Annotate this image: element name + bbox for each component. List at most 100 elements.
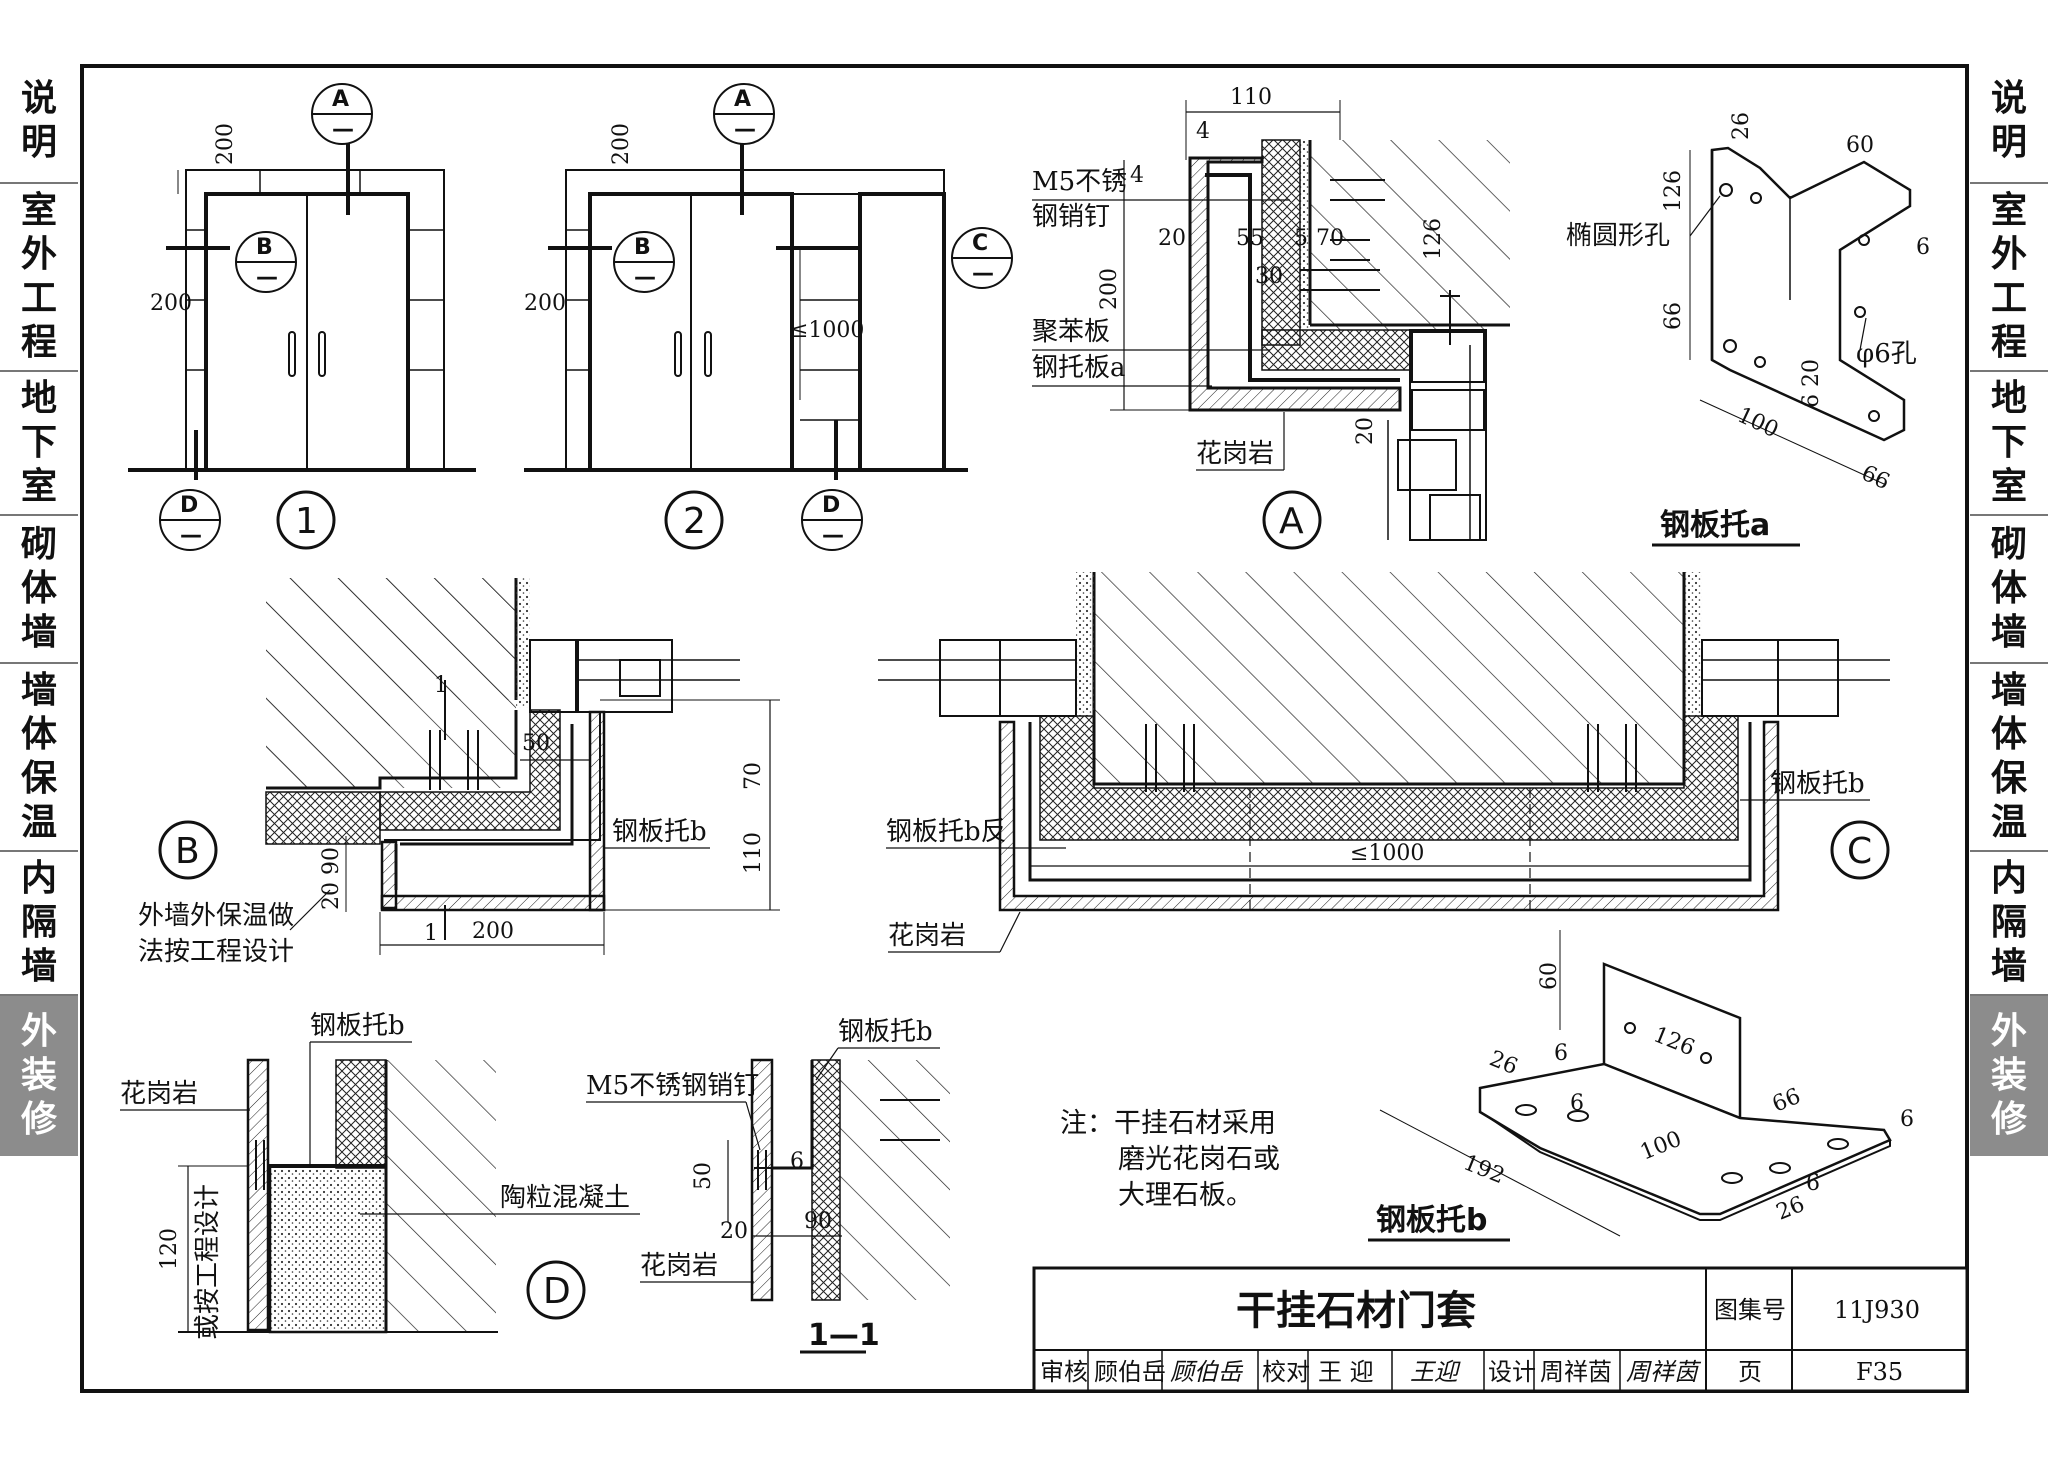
tab-waizhuangxiu[interactable]: 外装修 [0,996,78,1156]
dim-60-pa: 60 [1846,133,1874,158]
tab-dixiashi[interactable]: 地下室 [0,372,78,516]
checker-name: 王 迎 [1318,1358,1374,1386]
label-granite-c: 花岗岩 [888,921,966,951]
dim-6-pb-3: 6 [1900,1107,1914,1132]
dim-60-pb: 60 [1537,962,1562,990]
svg-text:1: 1 [295,501,318,542]
label-hole6: φ6孔 [1856,339,1917,369]
marker-a-1: A — [311,83,373,145]
dim-100-pa: 100 [1733,403,1782,443]
svg-text:—: — [734,117,756,142]
dim-5-a: 5 [1294,226,1308,251]
svg-text:C: C [972,231,988,256]
label-by-design: 或按工程设计 [193,1184,223,1340]
label-ceramsite: 陶粒混凝土 [500,1183,630,1213]
detail-b: 1 50 70 110 200 1 20 90 钢板托b 外墙外保温做 法按工程… [138,578,780,967]
dim-110-a: 110 [1230,85,1272,110]
dim-200-top-1: 200 [213,123,238,165]
svg-text:—: — [634,265,656,290]
checker-signature: 王迎 [1410,1358,1461,1386]
note-line-1: 注：干挂石材采用 [1060,1108,1276,1139]
dim-66-pb: 66 [1769,1084,1804,1118]
svg-text:B: B [634,235,651,260]
label-granite-11: 花岗岩 [640,1251,718,1281]
dim-26-pb: 26 [1486,1046,1521,1080]
svg-text:—: — [972,261,994,286]
label-polystyrene: 聚苯板 [1032,317,1110,347]
tab-shiwai-gongcheng-right[interactable]: 室外工程 [1970,184,2048,372]
svg-text:B: B [256,235,273,260]
detail-number-c [1830,820,1890,880]
marker-1-b-bottom: 1 [424,921,438,946]
label-ellipse-hole: 椭圆形孔 [1566,221,1670,251]
marker-d-1: D — [159,489,221,551]
title-block: 干挂石材门套 图集号 11J930 审核 顾伯岳 顾伯岳 校对 王 迎 王迎 设… [1032,1266,1969,1393]
tab-waizhuangxiu-right[interactable]: 外装修 [1970,996,2048,1156]
detail-number-2: 2 [664,490,724,550]
title-section-1-1: 1—1 [808,1318,880,1353]
tab-qitiqiang[interactable]: 砌体墙 [0,516,78,664]
detail-number-b [158,820,218,880]
svg-text:A: A [332,87,349,112]
drawing-title: 干挂石材门套 [1236,1288,1476,1334]
dim-6-pb-4: 6 [1806,1171,1820,1196]
label-m5-nail-2: 钢销钉 [1032,202,1110,232]
tab-dixiashi-right[interactable]: 地下室 [1970,372,2048,516]
label-plate-b-b: 钢板托b [612,817,707,847]
dim-50-11: 50 [691,1162,716,1190]
tab-neigeqiang-right[interactable]: 内隔墙 [1970,852,2048,996]
svg-text:—: — [180,523,202,548]
notes: 注：干挂石材采用 磨光花岗石或 大理石板。 [1060,1108,1280,1211]
dim-4-a1: 4 [1196,119,1210,144]
svg-text:—: — [256,265,278,290]
elevation-1: 200 200 [128,123,476,480]
tab-shuoming[interactable]: 说明 [0,60,78,184]
dim-le1000-c: ≤1000 [1350,841,1424,866]
detail-number-a [1262,490,1322,550]
label-insul-2: 法按工程设计 [138,937,294,967]
tab-neigeqiang[interactable]: 内隔墙 [0,852,78,996]
tab-qiangti-baowen[interactable]: 墙体保温 [0,664,78,852]
title-plate-a: 钢板托a [1660,508,1770,543]
tab-qitiqiang-right[interactable]: 砌体墙 [1970,516,2048,664]
dim-20-a2: 20 [1353,417,1378,445]
tab-shiwai-gongcheng[interactable]: 室外工程 [0,184,78,372]
dim-200-side-2: 200 [524,291,566,316]
label-plate-a: 钢托板a [1032,353,1126,383]
dim-70-b: 70 [741,762,766,790]
dim-110-b: 110 [741,832,766,874]
left-tab-bar: 说明 室外工程 地下室 砌体墙 墙体保温 内隔墙 外装修 [0,60,78,1156]
detail-number-d [526,1260,586,1320]
marker-b-2: B — [613,231,675,293]
label-m5-full: M5不锈钢销钉 [586,1071,759,1101]
dim-126-a: 126 [1421,218,1446,260]
steel-plate-b-drawing: 60 126 26 6 6 100 66 6 6 26 192 钢板托b [1368,930,1914,1242]
designer-signature: 周祥茵 [1626,1358,1702,1386]
review-label: 审核 [1040,1358,1088,1386]
atlas-number: 11J930 [1834,1296,1920,1324]
svg-text:—: — [332,117,354,142]
tab-shuoming-right[interactable]: 说明 [1970,60,2048,184]
dim-66-pa-2: 66 [1857,461,1893,495]
detail-d: 120 或按工程设计 花岗岩 钢板托b 陶粒混凝土 D [120,1011,640,1340]
label-m5-nail: M5不锈 [1032,167,1127,197]
tab-qiangti-baowen-right[interactable]: 墙体保温 [1970,664,2048,852]
dim-55-a: 55 [1236,226,1264,251]
atlas-label: 图集号 [1714,1296,1786,1324]
svg-text:D: D [822,493,840,518]
marker-d-2: D — [801,489,863,551]
note-line-2: 磨光花岗石或 [1118,1144,1280,1175]
label-plate-b-rev: 钢板托b反 [886,817,1007,847]
svg-text:D: D [180,493,198,518]
dim-20-11: 20 [720,1219,748,1244]
svg-text:A: A [1279,501,1304,542]
label-insul-1: 外墙外保温做 [138,901,294,931]
dim-90-11: 90 [804,1209,832,1234]
elevation-2: 200 200 ≤1000 [524,123,968,480]
label-plate-b-11: 钢板托b [838,1017,933,1047]
dim-le1000-elev: ≤1000 [790,318,864,343]
right-tab-bar: 说明 室外工程 地下室 砌体墙 墙体保温 内隔墙 外装修 [1970,60,2048,1156]
design-label: 设计 [1488,1358,1536,1386]
dim-70-a: 70 [1316,226,1344,251]
